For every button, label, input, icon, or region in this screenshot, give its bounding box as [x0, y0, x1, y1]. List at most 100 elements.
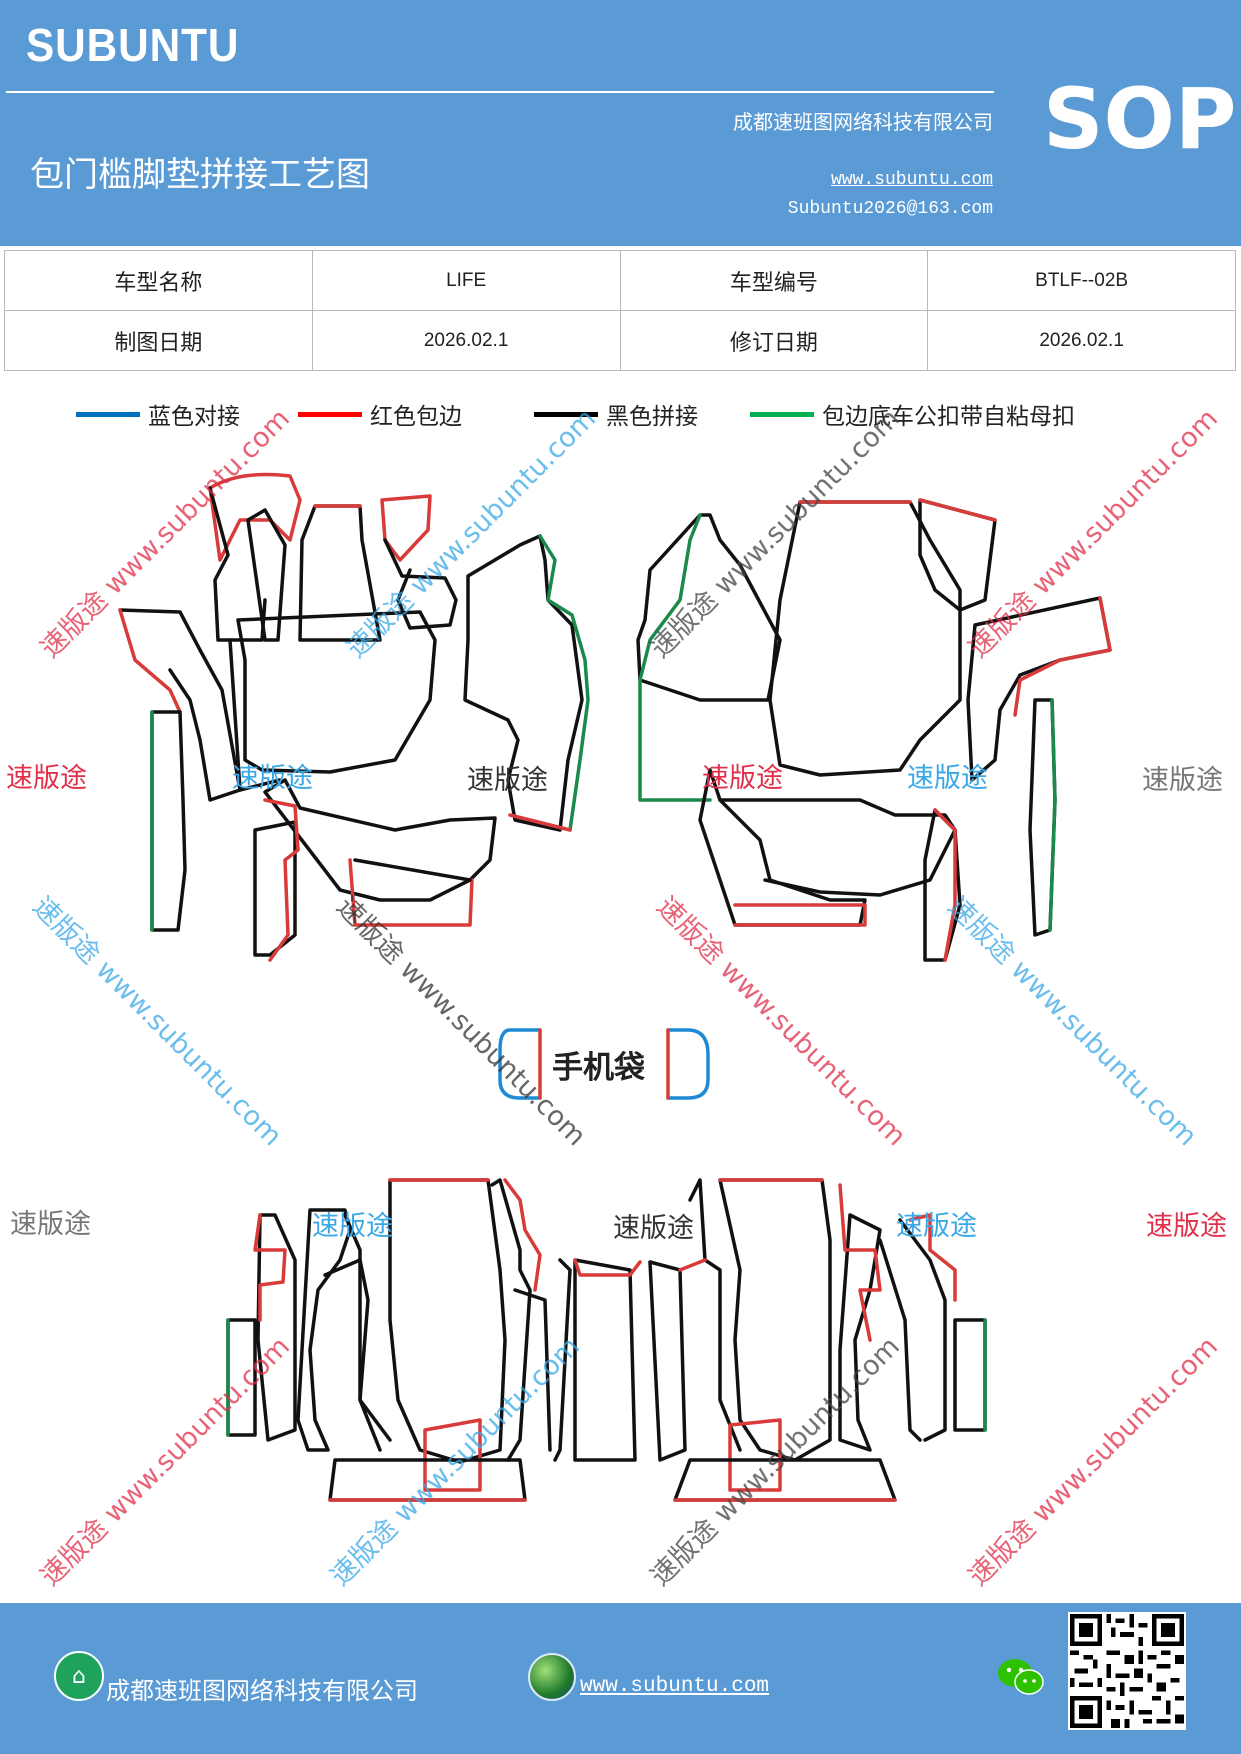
- mat-piece: [380, 494, 432, 562]
- mat-piece: [688, 1178, 742, 1452]
- email-address: Subuntu2026@163.com: [787, 199, 993, 219]
- mat-piece: [503, 1178, 542, 1292]
- mat-piece: [236, 610, 437, 774]
- mat-piece: [1013, 596, 1112, 717]
- watermark: 速版途: [1146, 1211, 1227, 1242]
- floor-mat-diagram: 手机袋: [118, 472, 1112, 1502]
- mat-piece: [118, 608, 182, 714]
- mat-piece: [573, 1258, 642, 1277]
- legend-item-blue: 蓝色对接: [76, 397, 240, 431]
- qr-code: [1068, 1612, 1186, 1730]
- sop-badge: SOP: [1043, 70, 1237, 168]
- mat-piece: [208, 486, 267, 642]
- label-model-code: 车型编号: [619, 250, 929, 311]
- mat-piece: [256, 1213, 297, 1442]
- value-draw-date: 2026.02.1: [311, 310, 621, 371]
- value-revise-date: 2026.02.1: [927, 310, 1236, 371]
- value-model-name: LIFE: [311, 250, 621, 311]
- footer-website-link[interactable]: www.subuntu.com: [580, 1675, 770, 1698]
- wechat-icon[interactable]: [996, 1655, 1046, 1699]
- mat-piece: [490, 1178, 532, 1462]
- info-table: 车型名称 LIFE 车型编号 BTLF--02B 制图日期 2026.02.1 …: [4, 250, 1236, 371]
- pocket-left: [498, 1028, 542, 1100]
- mat-piece: [953, 1318, 987, 1432]
- table-row: 车型名称 LIFE 车型编号 BTLF--02B: [4, 250, 1236, 311]
- label-revise-date: 修订日期: [619, 310, 929, 371]
- label-draw-date: 制图日期: [4, 310, 313, 371]
- legend-item-green: 包边底车公扣带自粘母扣: [750, 397, 1075, 431]
- brand-logo: SUBUNTU: [26, 19, 240, 71]
- header-divider: [6, 91, 994, 93]
- legend-swatch-blue: [76, 411, 140, 417]
- globe-icon: [528, 1653, 576, 1701]
- website-link[interactable]: www.subuntu.com: [830, 170, 993, 190]
- house-icon: ⌂: [54, 1651, 104, 1701]
- company-name: 成都速班图网络科技有限公司: [733, 110, 993, 134]
- mat-piece: [296, 1208, 352, 1452]
- pocket-right: [666, 1028, 710, 1100]
- mat-piece: [348, 858, 474, 927]
- watermark: 速版途: [613, 1213, 694, 1244]
- legend-label: 蓝色对接: [148, 404, 240, 430]
- table-row: 制图日期 2026.02.1 修订日期 2026.02.1: [4, 310, 1236, 371]
- mat-piece: [263, 778, 497, 902]
- phone-pocket-pieces: [498, 1028, 710, 1100]
- watermark: 速版途: [702, 763, 783, 794]
- mat-piece: [638, 513, 712, 802]
- mat-piece: [228, 638, 282, 792]
- legend-item-black: 黑色拼接: [534, 397, 698, 431]
- mat-group-rear: [226, 1178, 987, 1502]
- legend-label: 红色包边: [370, 404, 462, 430]
- mat-group-front-left: [118, 472, 590, 962]
- mat-piece: [573, 1258, 637, 1462]
- mat-piece: [1048, 698, 1057, 932]
- mat-piece: [553, 1258, 572, 1462]
- mat-piece: [150, 710, 187, 932]
- legend-label: 黑色拼接: [606, 404, 698, 430]
- mat-piece: [933, 808, 957, 962]
- mat-piece: [678, 1258, 707, 1272]
- mat-piece: [918, 498, 997, 522]
- header-banner: SUBUNTU 成都速班图网络科技有限公司 包门槛脚垫拼接工艺图 www.sub…: [0, 0, 1241, 246]
- watermark: 速版途: [1142, 765, 1223, 796]
- mat-piece: [508, 813, 572, 832]
- legend-label: 包边底车公扣带自粘母扣: [822, 404, 1075, 430]
- mat-piece: [463, 534, 584, 832]
- mat-piece: [898, 1218, 947, 1442]
- mat-piece: [648, 1260, 687, 1462]
- mat-piece: [253, 1213, 287, 1322]
- mat-piece: [733, 903, 867, 927]
- value-model-code: BTLF--02B: [927, 250, 1236, 311]
- watermark: 速版途: [6, 763, 87, 794]
- footer-banner: ⌂ 成都速班图网络科技有限公司 www.subuntu.com: [0, 1603, 1241, 1754]
- page-title: 包门槛脚垫拼接工艺图: [30, 155, 370, 195]
- watermark: 速版途: [232, 763, 313, 794]
- mat-piece: [698, 768, 867, 927]
- watermark: 速版途: [467, 765, 548, 796]
- watermark: 速版途: [907, 763, 988, 794]
- mat-piece: [768, 500, 962, 777]
- mat-piece: [728, 1418, 782, 1492]
- mat-piece: [718, 798, 957, 897]
- legend-item-red: 红色包边: [298, 397, 462, 431]
- mat-piece: [636, 513, 782, 702]
- label-model-name: 车型名称: [4, 250, 313, 311]
- mat-group-front-right: [636, 498, 1112, 962]
- legend-swatch-green: [750, 411, 814, 417]
- legend: 蓝色对接 红色包边 黑色拼接 包边底车公扣带自粘母扣: [0, 397, 1241, 437]
- mat-piece: [878, 1238, 922, 1442]
- mat-piece: [423, 1418, 482, 1492]
- mat-piece: [263, 798, 300, 962]
- watermark: 速版途: [896, 1211, 977, 1242]
- watermark: 速版途: [312, 1211, 393, 1242]
- mat-piece: [718, 1178, 832, 1462]
- mat-piece: [323, 1258, 392, 1442]
- watermark: 速版途: [10, 1209, 91, 1240]
- legend-swatch-red: [298, 411, 362, 417]
- mat-piece: [838, 1183, 882, 1342]
- mat-piece: [383, 538, 458, 630]
- mat-piece: [513, 1288, 552, 1452]
- legend-swatch-black: [534, 411, 598, 417]
- footer-company: 成都速班图网络科技有限公司: [106, 1677, 418, 1705]
- phone-pocket-label: 手机袋: [552, 1050, 645, 1086]
